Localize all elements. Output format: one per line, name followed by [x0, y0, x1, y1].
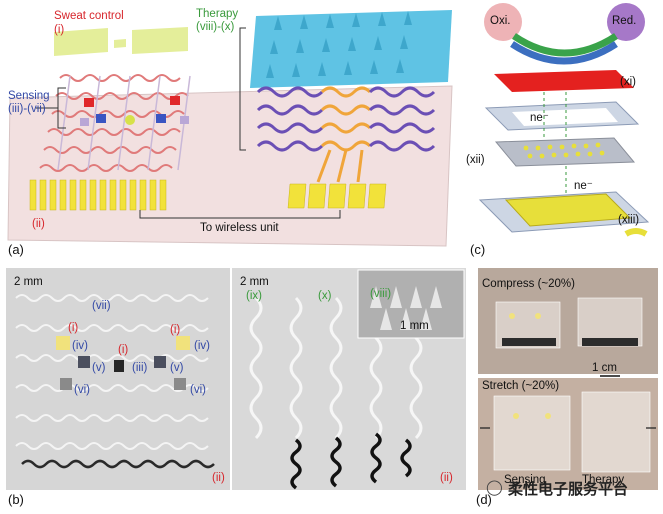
label-iii: (iii) — [132, 362, 148, 374]
serpentine-texture-left — [15, 294, 209, 450]
panel-a-illustration — [7, 10, 453, 247]
watermark-text: 柔性电子服务平台 — [508, 481, 629, 498]
label-stretch: Stretch (~20%) — [482, 380, 560, 392]
therapy-bracket — [239, 27, 246, 151]
label-ne-bottom: ne⁻ — [574, 180, 593, 192]
layer-xii — [494, 137, 636, 167]
label-v-left: (v) — [92, 362, 106, 374]
xii-dots — [523, 142, 605, 159]
oxi-circle — [484, 3, 522, 41]
label-xiii: (xiii) — [618, 214, 640, 226]
sensor-dot — [125, 115, 135, 125]
label-i-mid: (i) — [118, 344, 129, 356]
sensor-square — [180, 116, 189, 124]
sensor-square — [80, 118, 89, 126]
scale-bar-right: 2 mm — [240, 276, 269, 288]
label-sensing: Sensing — [8, 90, 50, 102]
label-wireless: To wireless unit — [200, 222, 279, 234]
label-v-right: (v) — [170, 362, 184, 374]
panel-d: Compress (~20%) 1 cm Stretch (~20%) Sens… — [474, 268, 663, 514]
sensor-square — [84, 98, 94, 107]
sensor-square — [170, 96, 180, 105]
therapy-electrodes — [287, 183, 387, 209]
label-sweat-control-index: (i) — [54, 24, 65, 36]
label-x: (x) — [318, 290, 332, 302]
panel-b-photo — [6, 268, 466, 490]
redox-arrow-green — [512, 33, 618, 57]
panel-c: Oxi. Red. (xi) ne⁻ (xii) ne⁻ (xiii) (c) — [466, 0, 663, 262]
microneedles — [266, 11, 412, 78]
bottom-serpentines-left — [21, 459, 215, 469]
label-vi-right: (vi) — [190, 384, 206, 396]
layer-xi — [494, 70, 634, 92]
red-circle — [607, 3, 645, 41]
label-compress: Compress (~20%) — [482, 278, 575, 290]
label-ii-right: (ii) — [440, 472, 453, 484]
label-viii: (viii) — [370, 288, 392, 300]
label-sensing-d: Sensing — [504, 474, 546, 486]
inset-scale: 1 mm — [400, 320, 429, 332]
label-therapy: Therapy — [196, 8, 239, 20]
label-therapy-index: (viii)-(x) — [196, 21, 235, 33]
pads-left — [56, 336, 190, 390]
sweat-control-pad — [54, 28, 108, 56]
label-xii: (xii) — [466, 154, 485, 166]
sensor-square — [156, 114, 166, 123]
sweat-control-pad — [114, 39, 126, 48]
panel-d-photo — [478, 268, 658, 490]
sweat-electrodes — [29, 179, 167, 211]
wireless-connector — [139, 210, 341, 219]
panel-letter-a: (a) — [8, 242, 24, 257]
panel-letter-b: (b) — [8, 492, 24, 507]
panel-letter-c: (c) — [470, 242, 486, 257]
label-ii: (ii) — [32, 218, 45, 230]
panel-b: 2 mm 2 mm 1 mm (vii) (i) (i) (i) (iv) (i… — [0, 268, 470, 514]
label-iv-left: (iv) — [72, 340, 88, 352]
panel-letter-d: (d) — [476, 492, 492, 507]
layer-xiii — [504, 193, 632, 227]
panel-c-illustration — [478, 3, 650, 237]
label-vi-left: (vi) — [74, 384, 90, 396]
redox-arrow-blue — [510, 41, 618, 65]
label-vii: (vii) — [92, 300, 111, 312]
stretched-device — [493, 391, 651, 473]
panel-a: Sweat control (i) Sensing (iii)-(vii) Th… — [0, 0, 460, 262]
label-oxi: Oxi. — [490, 15, 511, 27]
label-sweat-control: Sweat control — [54, 10, 124, 22]
label-ii-left: (ii) — [212, 472, 225, 484]
scale-bar-1cm: 1 cm — [592, 362, 617, 374]
watermark: ◯ 柔性电子服务平台 — [486, 476, 660, 498]
label-sensing-index: (iii)-(vii) — [8, 103, 46, 115]
sensing-mesh — [39, 74, 189, 172]
bottom-serpentines-right — [290, 432, 412, 490]
label-iv-right: (iv) — [194, 340, 210, 352]
label-therapy-d: Therapy — [582, 474, 625, 486]
label-xi: (xi) — [620, 76, 636, 88]
label-i-left: (i) — [68, 322, 79, 334]
sweat-control-pad — [132, 27, 188, 54]
label-ne-top: ne⁻ — [530, 112, 549, 124]
therapy-serpentines — [256, 86, 436, 183]
label-red: Red. — [612, 15, 637, 27]
label-i-right: (i) — [170, 324, 181, 336]
wechat-icon: ◯ — [486, 479, 503, 496]
sensor-square — [96, 114, 106, 123]
scale-bar-left: 2 mm — [14, 276, 43, 288]
label-ix: (ix) — [246, 290, 262, 302]
